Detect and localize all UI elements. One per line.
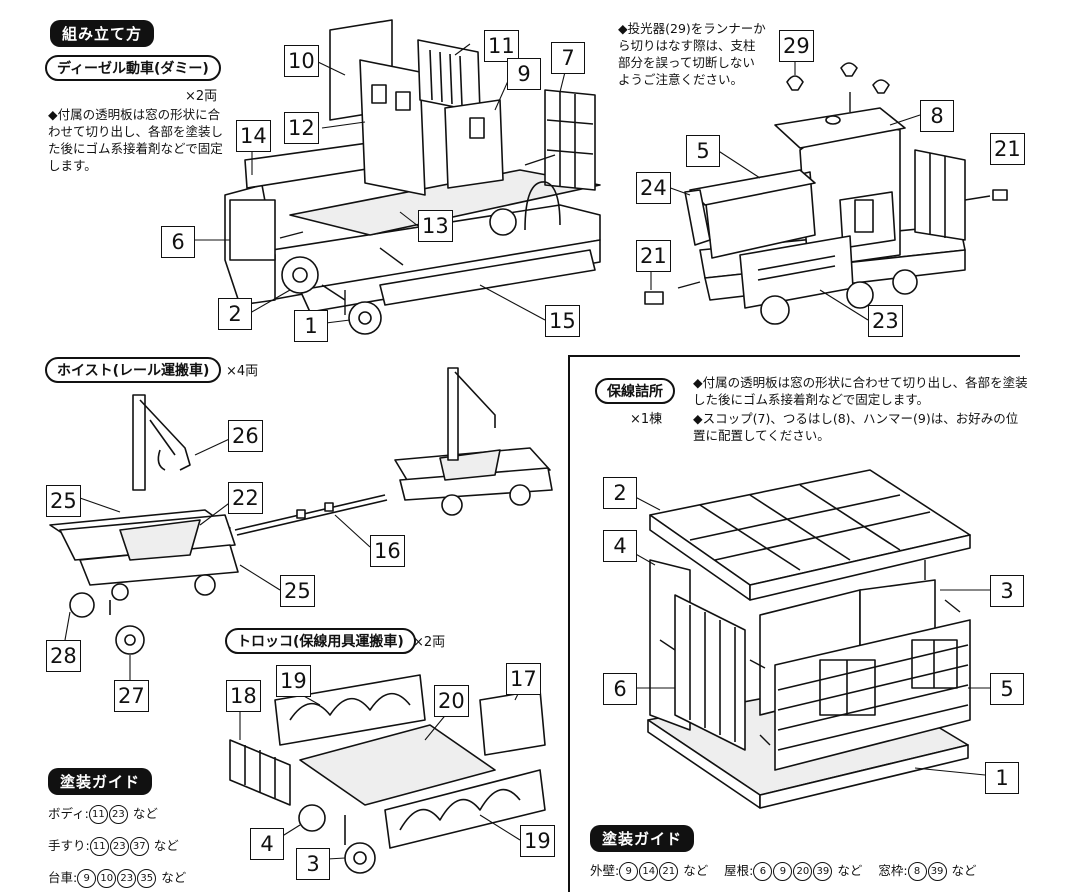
- diesel-count: ×2両: [185, 89, 218, 104]
- diesel-callout: 7: [551, 42, 585, 74]
- hoist-callout: 28: [46, 640, 81, 672]
- paint-guide-label: 外壁:: [590, 863, 620, 878]
- paint-number-circle: 37: [129, 837, 149, 856]
- hoist-callout: 16: [370, 535, 405, 567]
- paint-guide-label: 窓枠:: [874, 863, 908, 878]
- loco-callout: 24: [636, 172, 671, 204]
- loco-callout: 21: [636, 240, 671, 272]
- paint-guide-suffix: など: [149, 838, 179, 853]
- diesel-callout: 12: [284, 112, 319, 144]
- paint-number-circle: 35: [137, 869, 157, 888]
- diesel-callout: 11: [484, 30, 519, 62]
- trolley-callout: 4: [250, 828, 284, 860]
- diesel-callout: 14: [236, 120, 271, 152]
- paint-number-circle: 9: [619, 862, 639, 881]
- paint-guide-suffix: など: [833, 863, 863, 878]
- paint-guide-suffix: など: [947, 863, 977, 878]
- loco-callout: 5: [686, 135, 720, 167]
- paint-number-circle: 39: [813, 862, 833, 881]
- paint-number-circle: 6: [753, 862, 773, 881]
- locomotive-drawing: [644, 62, 1008, 325]
- hoist-callout: 26: [228, 420, 263, 452]
- hoist-drawing: [49, 367, 553, 655]
- trolley-title: トロッコ(保線用具運搬車): [225, 628, 416, 654]
- paint-guide-label: 屋根:: [720, 863, 754, 878]
- paint-number-circle: 10: [97, 869, 117, 888]
- shed-note-2: ◆スコップ(7)、つるはし(8)、ハンマー(9)は、お好みの位置に配置してくださ…: [693, 411, 1019, 443]
- paint-guide-label: 台車:: [48, 870, 78, 885]
- horizontal-divider: [568, 355, 1020, 357]
- paint-number-circle: 23: [117, 869, 137, 888]
- diesel-callout: 2: [218, 298, 252, 330]
- paint-guide-label: ボディ:: [48, 806, 89, 821]
- projector-note: ◆投光器(29)をランナーから切りはなす際は、支柱部分を誤って切断しないようご注…: [618, 21, 766, 87]
- paint-guide-suffix: など: [128, 806, 158, 821]
- trolley-drawing: [229, 674, 546, 874]
- paint-number-circle: 23: [108, 805, 128, 824]
- hoist-callout: 27: [114, 680, 149, 712]
- trolley-count: ×2両: [413, 635, 446, 650]
- shed-count: ×1棟: [630, 412, 663, 427]
- hoist-count: ×4両: [226, 364, 259, 379]
- paint-number-circle: 8: [907, 862, 927, 881]
- trolley-callout: 18: [226, 680, 261, 712]
- paint-guide-suffix: など: [157, 870, 187, 885]
- paint-number-circle: 20: [793, 862, 813, 881]
- diesel-callout: 13: [418, 210, 453, 242]
- paint-number-circle: 21: [659, 862, 679, 881]
- diesel-callout: 1: [294, 310, 328, 342]
- shed-title: 保線詰所: [595, 378, 675, 404]
- shed-callout: 4: [603, 530, 637, 562]
- shed-callout: 3: [990, 575, 1024, 607]
- trolley-callout: 3: [296, 848, 330, 880]
- diesel-callout: 6: [161, 226, 195, 258]
- paint-guide-right-title: 塗装ガイド: [590, 825, 695, 852]
- loco-callout: 8: [920, 100, 954, 132]
- trolley-callout: 19: [520, 825, 555, 857]
- shed-note-1: ◆付属の透明板は窓の形状に合わせて切り出し、各部を塗装した後にゴム系接着剤などで…: [693, 375, 1028, 407]
- vertical-divider: [568, 355, 570, 892]
- diesel-callout: 15: [545, 305, 580, 337]
- trolley-callout: 17: [506, 663, 541, 695]
- paint-number-circle: 14: [639, 862, 659, 881]
- paint-number-circle: 23: [109, 837, 129, 856]
- paint-number-circle: 11: [89, 837, 109, 856]
- paint-number-circle: 39: [927, 862, 947, 881]
- paint-guide-left-title: 塗装ガイド: [48, 768, 153, 795]
- shed-callout: 5: [990, 673, 1024, 705]
- diesel-note: ◆付属の透明板は窓の形状に合わせて切り出し、各部を塗装した後にゴム系接着剤などで…: [48, 107, 224, 173]
- paint-number-circle: 9: [773, 862, 793, 881]
- trolley-callout: 19: [276, 665, 311, 697]
- loco-callout: 23: [868, 305, 903, 337]
- shed-callout: 1: [985, 762, 1019, 794]
- diesel-callout: 10: [284, 45, 319, 77]
- hoist-title: ホイスト(レール運搬車): [45, 357, 222, 383]
- loco-callout: 29: [779, 30, 814, 62]
- trolley-callout: 20: [434, 685, 469, 717]
- hoist-callout: 22: [228, 482, 263, 514]
- hoist-callout: 25: [46, 485, 81, 517]
- shed-callout: 6: [603, 673, 637, 705]
- paint-number-circle: 11: [88, 805, 108, 824]
- shed-drawing: [647, 469, 971, 809]
- paint-guide-label: 手すり:: [48, 838, 90, 853]
- shed-callout: 2: [603, 477, 637, 509]
- paint-guide-suffix: など: [679, 863, 709, 878]
- loco-callout: 21: [990, 133, 1025, 165]
- paint-number-circle: 9: [77, 869, 97, 888]
- diesel-title: ディーゼル動車(ダミー): [45, 55, 221, 81]
- diesel-callout: 9: [507, 58, 541, 90]
- diesel-railcar-drawing: [224, 19, 601, 335]
- assembly-title: 組み立て方: [50, 20, 155, 47]
- hoist-callout: 25: [280, 575, 315, 607]
